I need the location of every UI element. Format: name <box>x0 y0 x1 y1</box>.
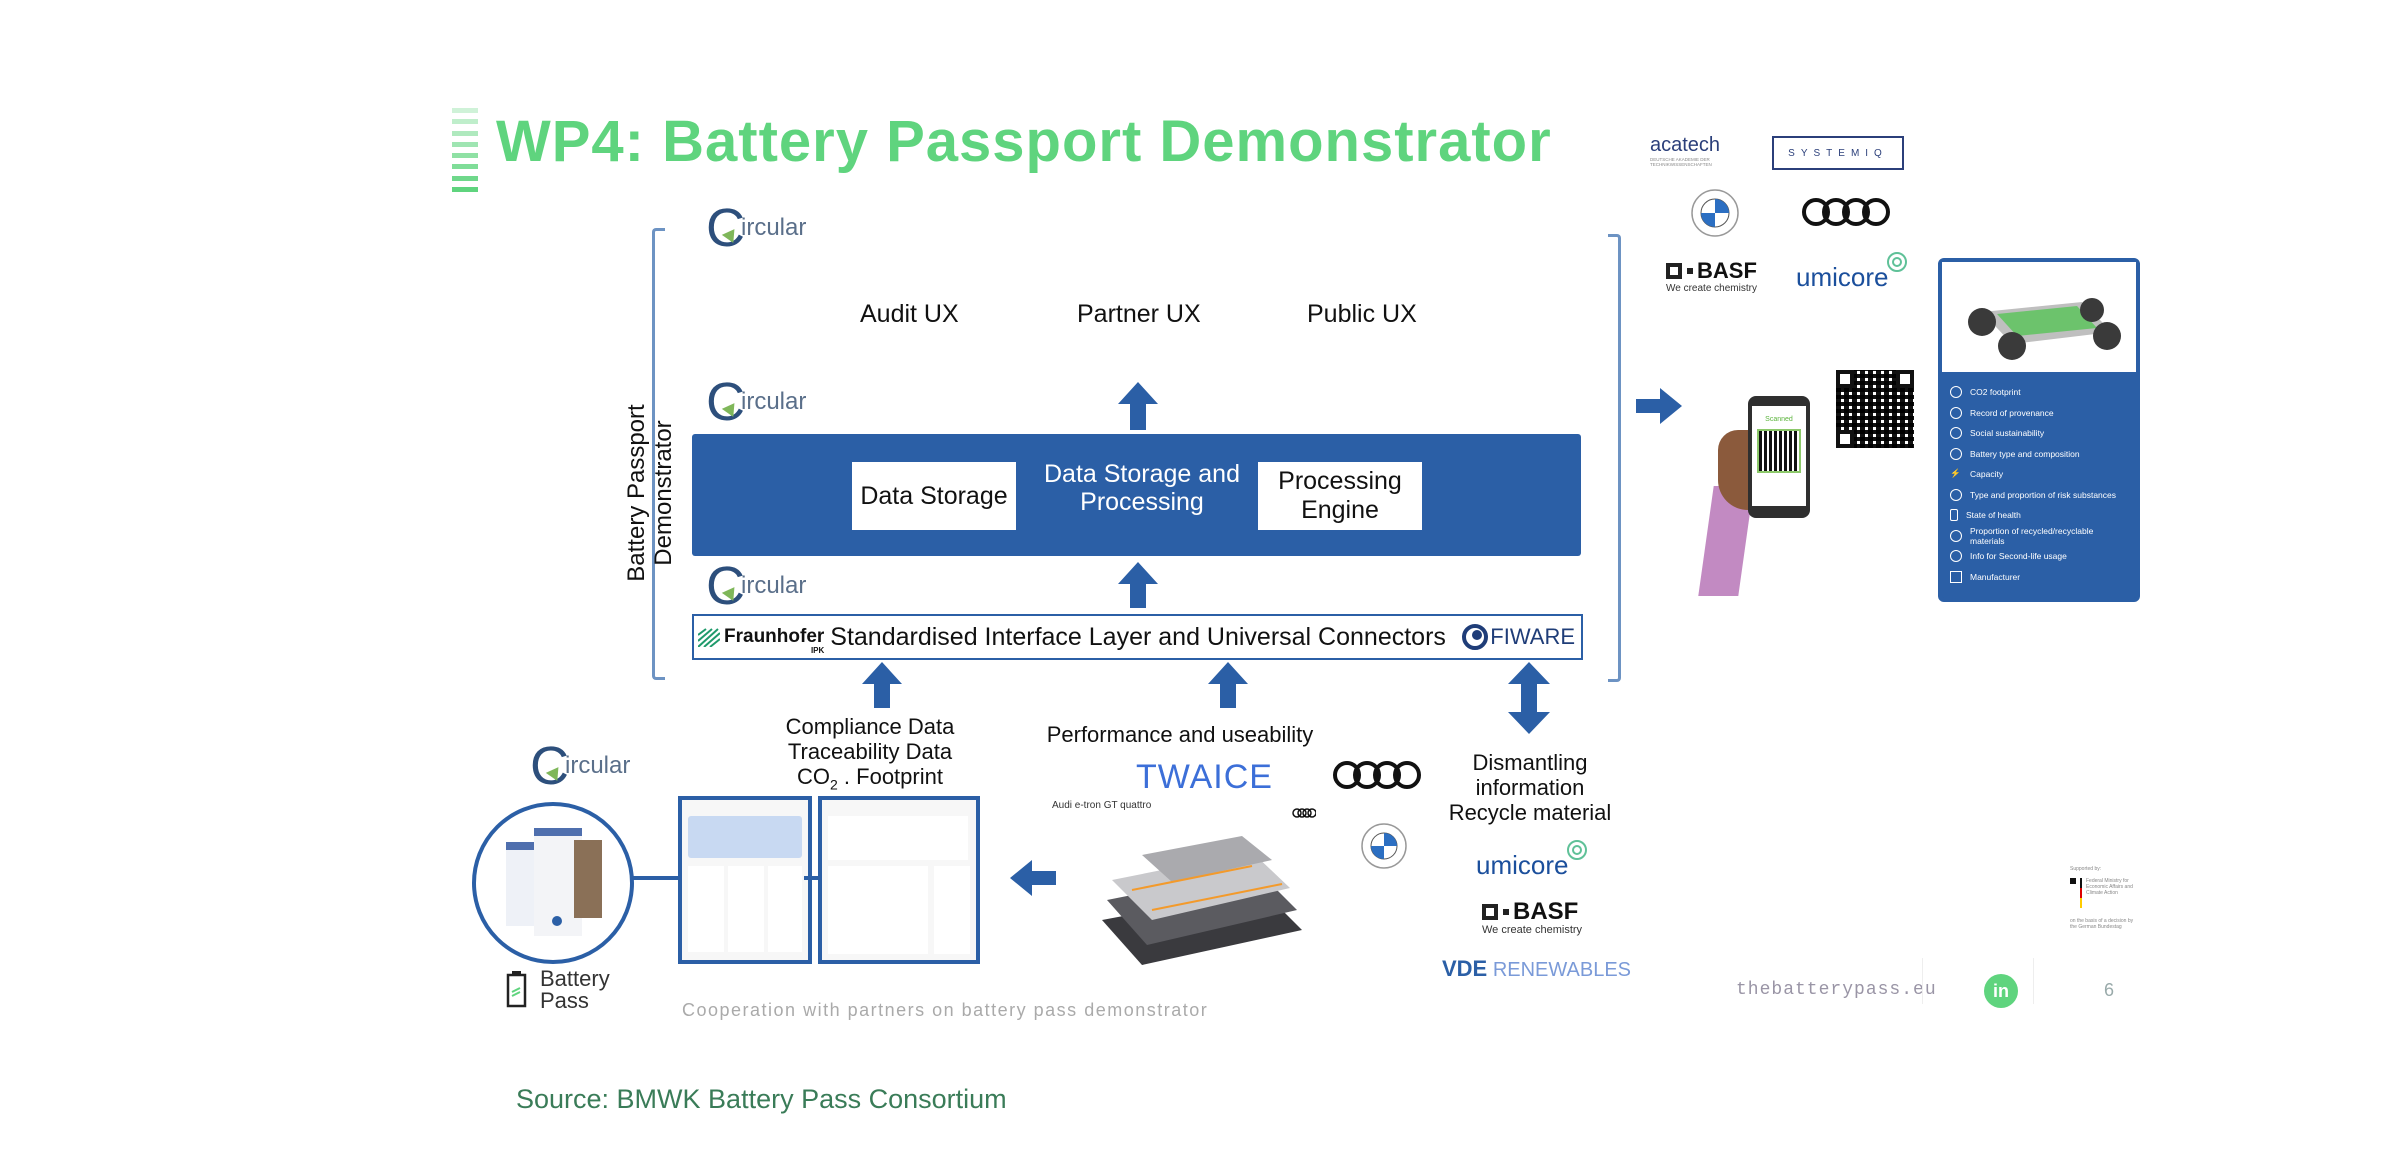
page-title: WP4: Battery Passport Demonstrator <box>496 109 1552 174</box>
linkedin-icon[interactable]: in <box>1984 974 2018 1008</box>
umicore-logo: umicore <box>1476 850 1569 880</box>
source-note: Source: BMWK Battery Pass Consortium <box>516 1084 1007 1114</box>
battery-pass-app-preview <box>472 802 634 964</box>
dashboard-traceability-screen <box>818 796 980 964</box>
bmw-logo <box>1361 823 1407 869</box>
qr-code-icon <box>1757 429 1801 473</box>
ux-audit: Audit UX <box>860 300 959 328</box>
connector-line <box>630 876 678 880</box>
interface-layer-label: Standardised Interface Layer and Univers… <box>830 622 1446 651</box>
passport-attributes-list: CO2 footprint Record of provenance Socia… <box>1950 382 2130 587</box>
list-item: Info for Second-life usage <box>1950 546 2130 567</box>
eagle-icon <box>2070 878 2076 884</box>
twaice-logo: TWAICE <box>1136 758 1273 796</box>
page-number: 6 <box>2104 980 2115 1000</box>
list-item: Record of provenance <box>1950 403 2130 424</box>
circulor-c-icon: C <box>706 198 745 258</box>
app-button-icon <box>552 916 562 926</box>
side-label: Battery Passport Demonstrator <box>623 404 677 582</box>
social-icon <box>1950 427 1962 440</box>
factory-icon <box>1950 570 1962 583</box>
basf-logo: BASF <box>1482 898 1578 926</box>
performance-label: Performance and useability <box>1046 722 1314 747</box>
acatech-logo: acatech DEUTSCHE AKADEMIE DER TECHNIKWIS… <box>1650 134 1721 167</box>
website-link[interactable]: thebatterypass.eu <box>1736 980 1937 1000</box>
list-item: Type and proportion of risk substances <box>1950 485 2130 506</box>
arrow-up-icon <box>1208 662 1248 708</box>
title-decoration-icon <box>452 108 478 192</box>
dismantling-label: Dismantling information Recycle material <box>1448 750 1612 825</box>
umicore-swirl-icon <box>1567 840 1587 860</box>
list-item: State of health <box>1950 505 2130 526</box>
co2-icon <box>1950 386 1962 399</box>
basf-tagline: We create chemistry <box>1666 283 1757 294</box>
demonstrator-bracket-left <box>652 228 665 680</box>
connector-line <box>804 876 818 880</box>
qr-code-icon <box>1836 370 1914 448</box>
bmw-logo <box>1691 189 1739 237</box>
battery-pass-logo: Battery Pass <box>540 966 610 1013</box>
vde-logo: VDE RENEWABLES <box>1442 956 1631 981</box>
fiware-logo: FIWARE <box>1460 624 1575 650</box>
ux-public: Public UX <box>1307 300 1417 328</box>
fraunhofer-icon <box>698 628 720 647</box>
composition-icon <box>1950 447 1962 460</box>
systemiq-logo: SYSTEMIQ <box>1772 136 1904 170</box>
circulor-c-icon: C <box>706 372 745 432</box>
info-icon <box>1950 550 1962 563</box>
arrow-up-icon <box>1118 382 1158 430</box>
audi-logo <box>1333 761 1421 789</box>
basf-tagline: We create chemistry <box>1482 924 1583 936</box>
processing-engine-box: Processing Engine <box>1258 462 1422 530</box>
circulor-c-icon: C <box>706 556 745 616</box>
arrow-up-icon <box>862 662 902 708</box>
battery-pack-image: Audi e-tron GT quattro <box>1052 800 1316 980</box>
audi-logo <box>1802 198 1890 226</box>
fiware-icon <box>1462 624 1489 650</box>
recycle-icon <box>1950 529 1962 542</box>
hazard-icon <box>1950 488 1962 501</box>
list-item: CO2 footprint <box>1950 382 2130 403</box>
ux-partner: Partner UX <box>1077 300 1201 328</box>
world-map <box>688 816 802 858</box>
battery-passport-panel: CO2 footprint Record of provenance Socia… <box>1938 258 2140 602</box>
compliance-data-label: Compliance Data Traceability Data CO2 . … <box>785 714 955 793</box>
list-item: Manufacturer <box>1950 567 2130 588</box>
list-item: Proportion of recycled/recyclable materi… <box>1950 526 2130 547</box>
circulor-c-icon: C <box>530 736 569 796</box>
umicore-swirl-icon <box>1887 252 1907 272</box>
battery-health-icon <box>1950 509 1958 522</box>
demonstrator-bracket-right <box>1608 234 1621 682</box>
arrow-right-icon <box>1636 388 1682 424</box>
data-storage-box: Data Storage <box>852 462 1016 530</box>
arrow-bidirectional-icon <box>1508 662 1550 734</box>
phone: Scanned <box>1748 396 1810 518</box>
app-screen <box>574 840 602 918</box>
car-chassis-image <box>1942 262 2136 372</box>
lightning-icon: ⚡ <box>1950 468 1961 479</box>
basf-logo: BASF <box>1666 258 1757 284</box>
arrow-left-icon <box>1010 860 1056 896</box>
data-storage-processing-layer: Data Storage Data Storage and Processing… <box>692 434 1581 556</box>
supported-by-block: Supported by: Federal Ministry for Econo… <box>2070 866 2134 930</box>
arrow-up-icon <box>1118 562 1158 608</box>
caption: Cooperation with partners on battery pas… <box>682 1000 1209 1020</box>
list-item: Battery type and composition <box>1950 444 2130 465</box>
umicore-logo: umicore <box>1796 262 1889 292</box>
list-item: Social sustainability <box>1950 423 2130 444</box>
battery-icon <box>506 971 527 1008</box>
storage-layer-label: Data Storage and Processing <box>1044 460 1240 516</box>
dashboard-map-screen <box>678 796 812 964</box>
list-item: ⚡Capacity <box>1950 468 2004 480</box>
provenance-icon <box>1950 406 1962 419</box>
flag-stripe-icon <box>2080 878 2082 908</box>
